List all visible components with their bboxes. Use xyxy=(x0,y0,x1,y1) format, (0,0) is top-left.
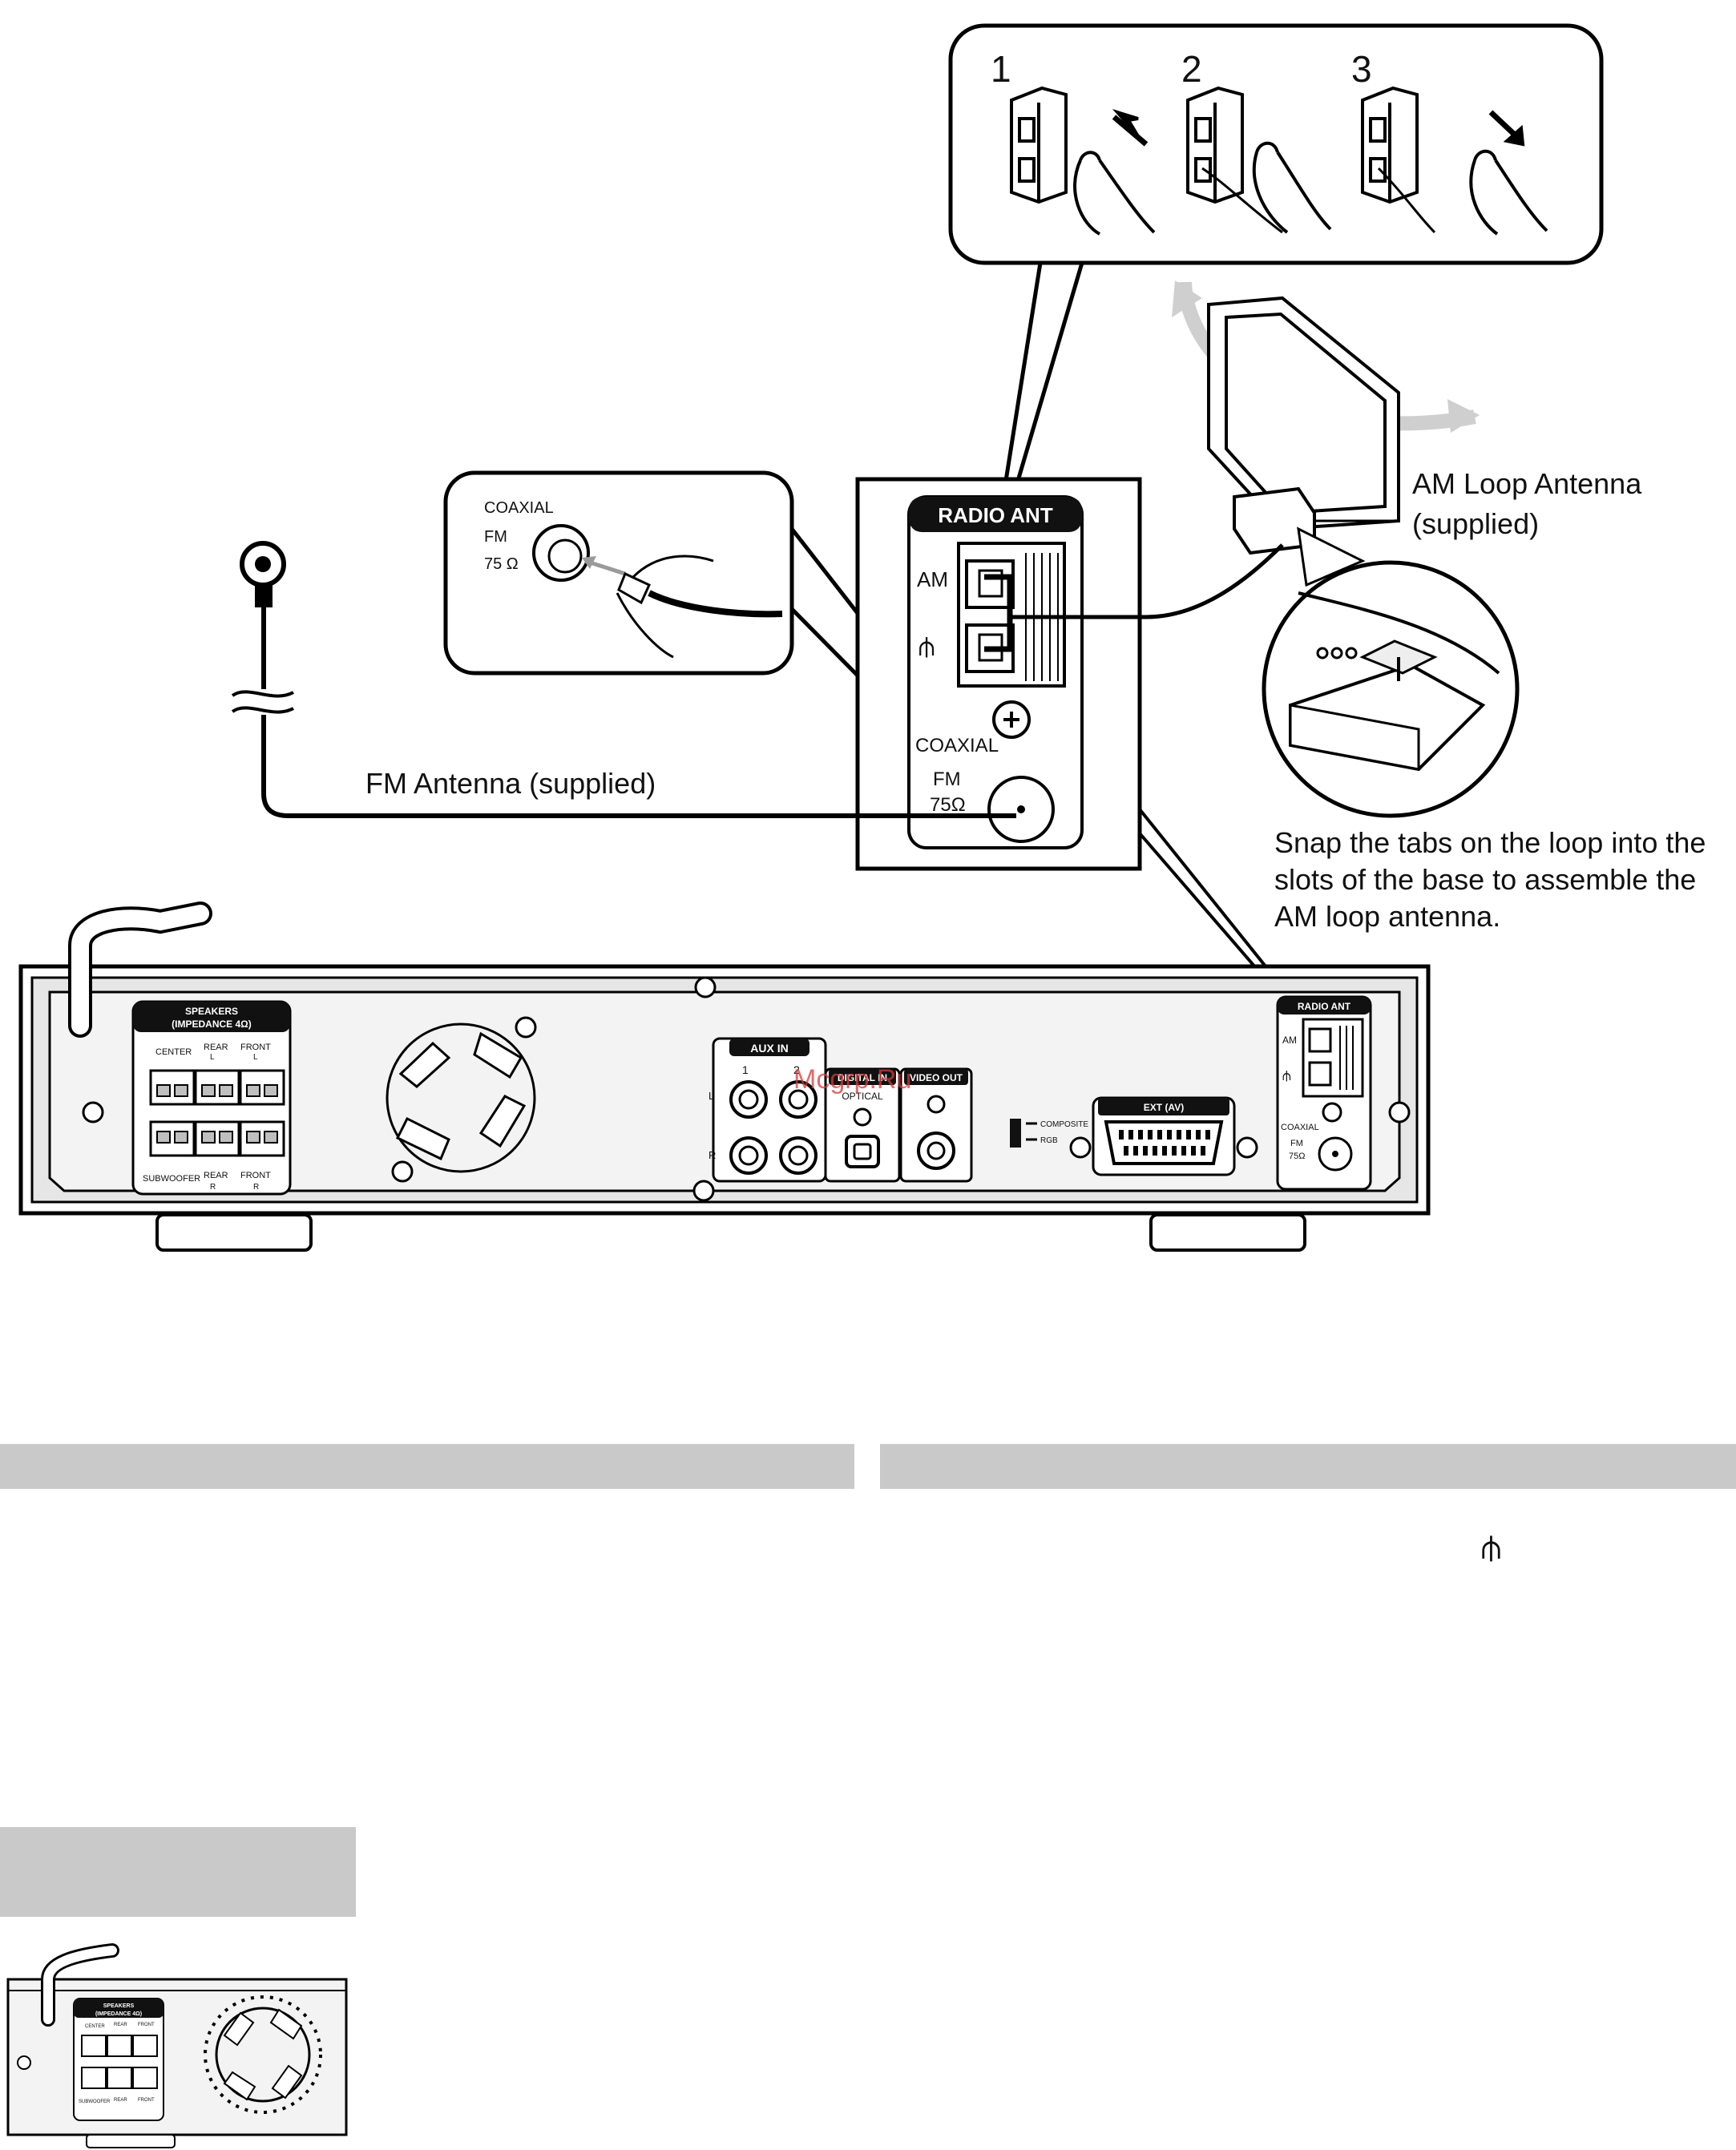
thumb-front-r: FRONT xyxy=(138,2098,155,2103)
rear-speaker-rear-l: REAR xyxy=(204,1043,228,1052)
panel-ohm-label: 75Ω xyxy=(930,794,966,816)
rear-rgb: RGB xyxy=(1040,1136,1058,1145)
step-1-number: 1 xyxy=(991,48,1011,90)
section-header-bar-right xyxy=(880,1444,1736,1489)
fm-antenna-label: FM Antenna (supplied) xyxy=(365,767,656,800)
rear-aux-num-2: 2 xyxy=(793,1063,800,1076)
fm-antenna-wire xyxy=(231,541,1016,818)
rear-speaker-rear-r: REAR xyxy=(204,1171,228,1180)
thumb-rear-l: REAR xyxy=(114,2023,127,2027)
rear-ground-symbol: ⫛ xyxy=(1282,1067,1291,1083)
rear-speakers-title-1: SPEAKERS xyxy=(185,1006,238,1017)
rear-coaxial: COAXIAL xyxy=(1281,1123,1319,1132)
rear-speaker-front-l-sub: L xyxy=(253,1053,258,1062)
snap-note-line2: slots of the base to assemble the xyxy=(1274,863,1696,896)
watermark: Mcgrp.Ru xyxy=(793,1064,911,1095)
rear-ext-av: EXT (AV) xyxy=(1144,1102,1184,1113)
step-2-number: 2 xyxy=(1181,48,1202,90)
receiver-rear-panel: SPEAKERS (IMPEDANCE 4Ω) CENTER REAR FRON… xyxy=(18,902,1431,1252)
rear-aux-in: AUX IN xyxy=(750,1042,788,1055)
rear-ohm: 75Ω xyxy=(1289,1152,1305,1161)
thumb-center: CENTER xyxy=(85,2024,105,2029)
rear-fm: FM xyxy=(1290,1139,1303,1148)
terminal-clip-step3-icon xyxy=(1361,86,1548,236)
thumb-subwoofer: SUBWOOFER xyxy=(79,2100,111,2104)
rear-video-out: VIDEO OUT xyxy=(910,1072,963,1083)
section-header-bar-bottom xyxy=(0,1827,356,1917)
radio-ant-panel-closeup: RADIO ANT AM ⫛ COAXIAL FM 75Ω xyxy=(855,477,1142,871)
rear-am: AM xyxy=(1282,1035,1297,1046)
snap-note-line3: AM loop antenna. xyxy=(1274,900,1500,933)
thumb-speakers-title-1: SPEAKERS xyxy=(103,2003,135,2009)
terminal-steps-callout: 1 2 3 xyxy=(948,23,1604,482)
rear-optical: OPTICAL xyxy=(842,1091,883,1102)
am-antenna-base-detail xyxy=(1262,526,1520,818)
panel-fm-label: FM xyxy=(933,768,961,790)
step-3-number: 3 xyxy=(1351,48,1372,90)
panel-coaxial-label: COAXIAL xyxy=(915,735,999,756)
rear-speaker-rear-l-sub: L xyxy=(210,1053,215,1062)
rear-composite: COMPOSITE xyxy=(1040,1120,1088,1129)
rear-aux-r: R xyxy=(709,1149,716,1161)
am-antenna-wire xyxy=(1011,543,1284,619)
ground-symbol-glyph: ⫛ xyxy=(1481,1527,1501,1567)
rear-speaker-rear-r-sub: R xyxy=(210,1183,216,1192)
rear-digital-in: DIGITAL IN xyxy=(838,1072,887,1083)
am-loop-antenna-illustration xyxy=(1172,280,1480,555)
thumbnail-rear-panel: SPEAKERS (IMPEDANCE 4Ω) CENTER REAR FRON… xyxy=(6,1943,348,2148)
section-header-bar-left xyxy=(0,1444,854,1489)
snap-note-line1: Snap the tabs on the loop into the xyxy=(1274,826,1706,859)
thumb-front-l: FRONT xyxy=(138,2023,155,2027)
inset-ohm-text: 75 Ω xyxy=(484,555,519,573)
am-antenna-label-line2: (supplied) xyxy=(1412,507,1539,540)
rear-radio-ant: RADIO ANT xyxy=(1298,1001,1351,1012)
terminal-clip-step2-icon xyxy=(1186,86,1332,234)
panel-ground-symbol: ⫛ xyxy=(918,631,935,662)
rear-speakers-title-2: (IMPEDANCE 4Ω) xyxy=(172,1019,252,1030)
rear-speaker-front-r-sub: R xyxy=(253,1183,259,1192)
inset-fm-text: FM xyxy=(484,528,507,546)
panel-am-label: AM xyxy=(917,567,948,591)
radio-ant-title: RADIO ANT xyxy=(938,503,1053,527)
rear-aux-num-1: 1 xyxy=(742,1063,749,1076)
rear-speaker-front-r: FRONT xyxy=(240,1171,271,1180)
rear-speaker-subwoofer: SUBWOOFER xyxy=(143,1174,200,1184)
am-antenna-label-line1: AM Loop Antenna xyxy=(1412,467,1642,500)
terminal-clip-step1-icon xyxy=(1010,86,1156,236)
rear-speaker-center: CENTER xyxy=(155,1047,192,1057)
thumb-speakers-title-2: (IMPEDANCE 4Ω) xyxy=(95,2011,142,2017)
inset-coaxial-text: COAXIAL xyxy=(484,499,554,517)
thumb-rear-r: REAR xyxy=(114,2098,127,2103)
rear-speaker-front-l: FRONT xyxy=(240,1043,271,1052)
rear-aux-l: L xyxy=(709,1090,714,1102)
